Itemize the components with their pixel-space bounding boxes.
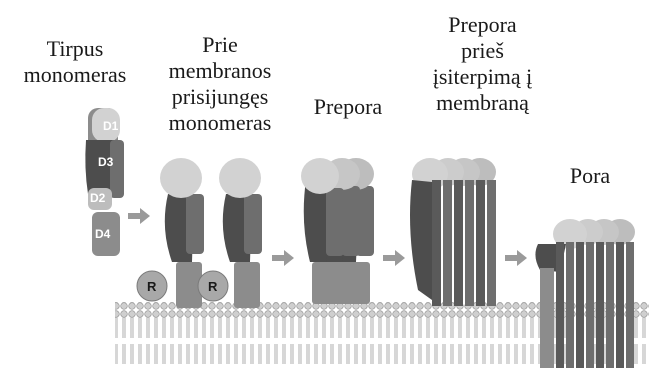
domain-label-d1: D1 xyxy=(103,119,119,133)
arrow-right-icon xyxy=(383,250,405,266)
receptor: R xyxy=(198,271,228,301)
arrow-right-icon xyxy=(272,250,294,266)
soluble-monomer: D1 D3 D2 D4 xyxy=(85,108,124,256)
receptor: R xyxy=(137,271,167,301)
domain-label-d3: D3 xyxy=(98,155,114,169)
domain-label-d2: D2 xyxy=(90,191,106,205)
arrow-right-icon xyxy=(505,250,527,266)
receptor-label: R xyxy=(208,279,218,294)
receptor-label: R xyxy=(147,279,157,294)
arrow-right-icon xyxy=(128,208,150,224)
prepore xyxy=(301,158,374,304)
domain-label-d4: D4 xyxy=(95,227,111,241)
prepore-before-insertion xyxy=(410,158,496,306)
